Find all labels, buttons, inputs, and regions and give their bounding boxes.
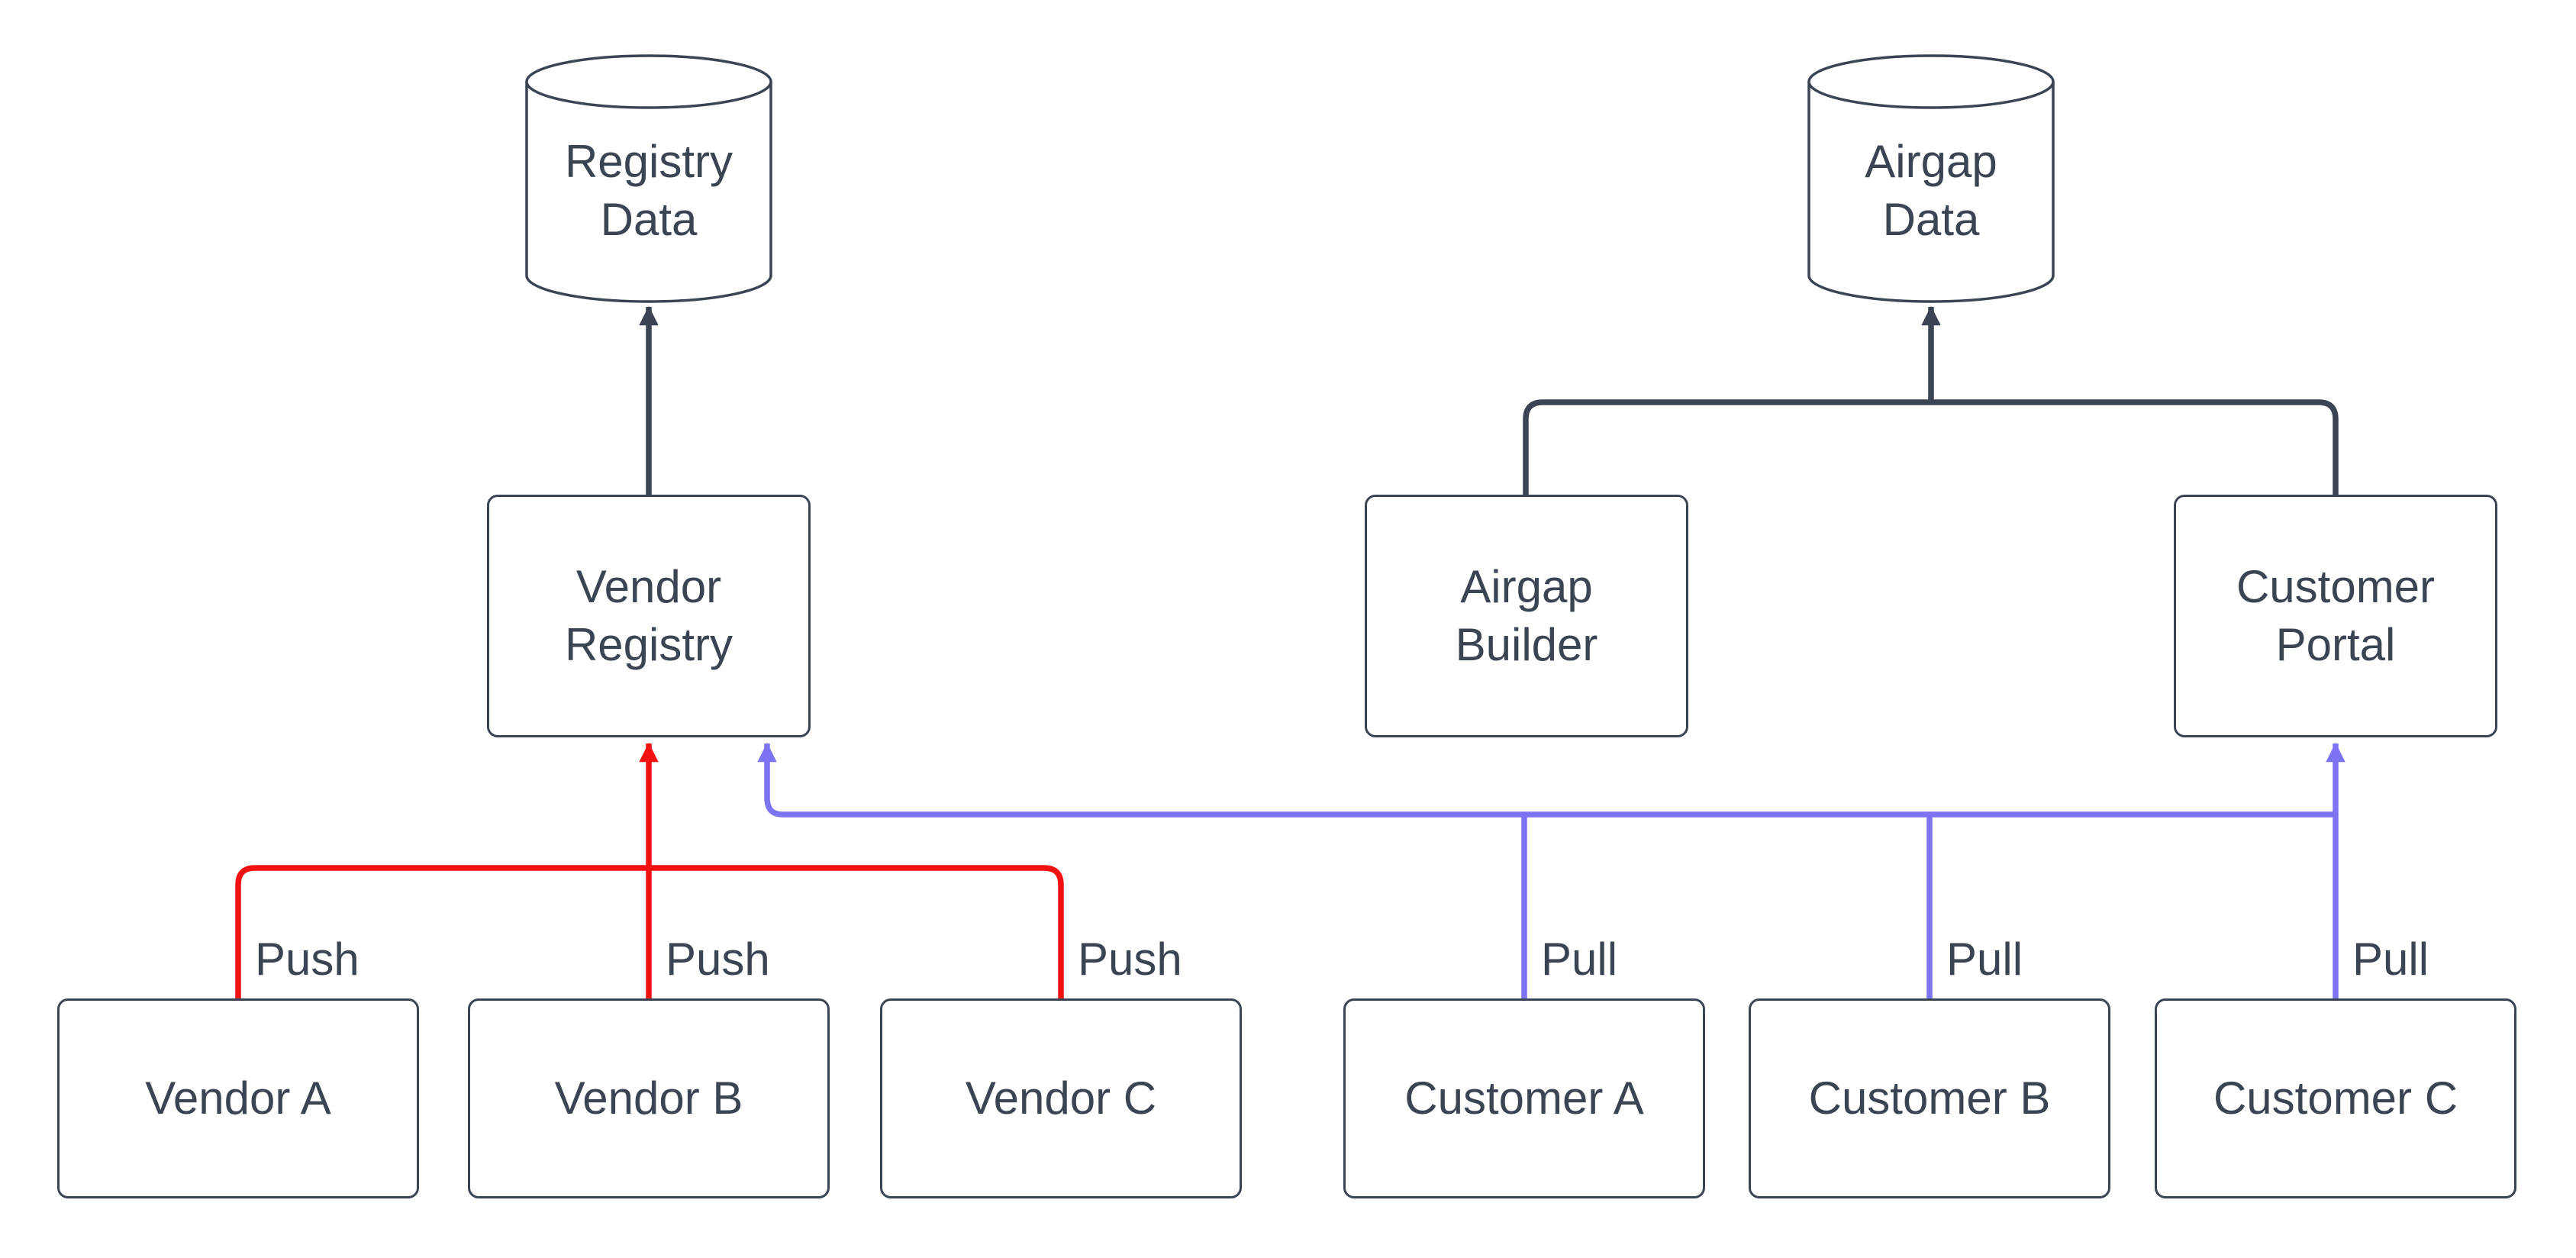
node-label-line: Vendor	[575, 561, 722, 613]
edge-label-pull-customer-b: Pull	[1946, 934, 2023, 985]
node-label-line: Airgap	[1460, 561, 1593, 613]
node-vendor-b: Vendor B	[468, 998, 830, 1198]
edge-builder-portal-junction	[1523, 399, 2339, 495]
airgap-data-cylinder-body	[1807, 82, 2055, 303]
node-label-line: Vendor C	[965, 1073, 1157, 1124]
registry-data-cylinder-top	[525, 54, 772, 109]
node-airgap-builder: Airgap Builder	[1365, 495, 1688, 737]
node-customer-portal: Customer Portal	[2174, 495, 2497, 737]
node-label-line: Customer A	[1404, 1073, 1644, 1124]
edge-label-push-vendor-c: Push	[1078, 934, 1182, 985]
edge-label-pull-customer-a: Pull	[1541, 934, 1618, 985]
node-customer-b: Customer B	[1749, 998, 2110, 1198]
node-vendor-a: Vendor A	[57, 998, 419, 1198]
edge-label-push-vendor-b: Push	[666, 934, 770, 985]
node-label-line: Vendor A	[145, 1073, 331, 1124]
node-vendor-registry: Vendor Registry	[487, 495, 811, 737]
node-label-line: Registry	[564, 619, 733, 670]
node-label-line: Vendor B	[554, 1073, 743, 1124]
node-label-line: Customer	[2236, 561, 2436, 613]
node-label-line: Builder	[1455, 619, 1598, 670]
registry-data-cylinder-body	[525, 82, 772, 303]
airgap-data-cylinder	[1807, 54, 2055, 303]
node-label-line: Customer C	[2213, 1073, 2458, 1124]
edge-label-pull-customer-c: Pull	[2352, 934, 2429, 985]
node-label-line: Portal	[2275, 619, 2396, 670]
node-vendor-c: Vendor C	[880, 998, 1242, 1198]
edge-pull-arrow-to-vendor-registry	[757, 742, 783, 818]
registry-data-cylinder	[525, 54, 772, 303]
airgap-data-cylinder-top	[1807, 54, 2055, 109]
node-label-line: Customer B	[1808, 1073, 2051, 1124]
node-customer-c: Customer C	[2155, 998, 2516, 1198]
edge-label-push-vendor-a: Push	[255, 934, 359, 985]
node-customer-a: Customer A	[1343, 998, 1705, 1198]
